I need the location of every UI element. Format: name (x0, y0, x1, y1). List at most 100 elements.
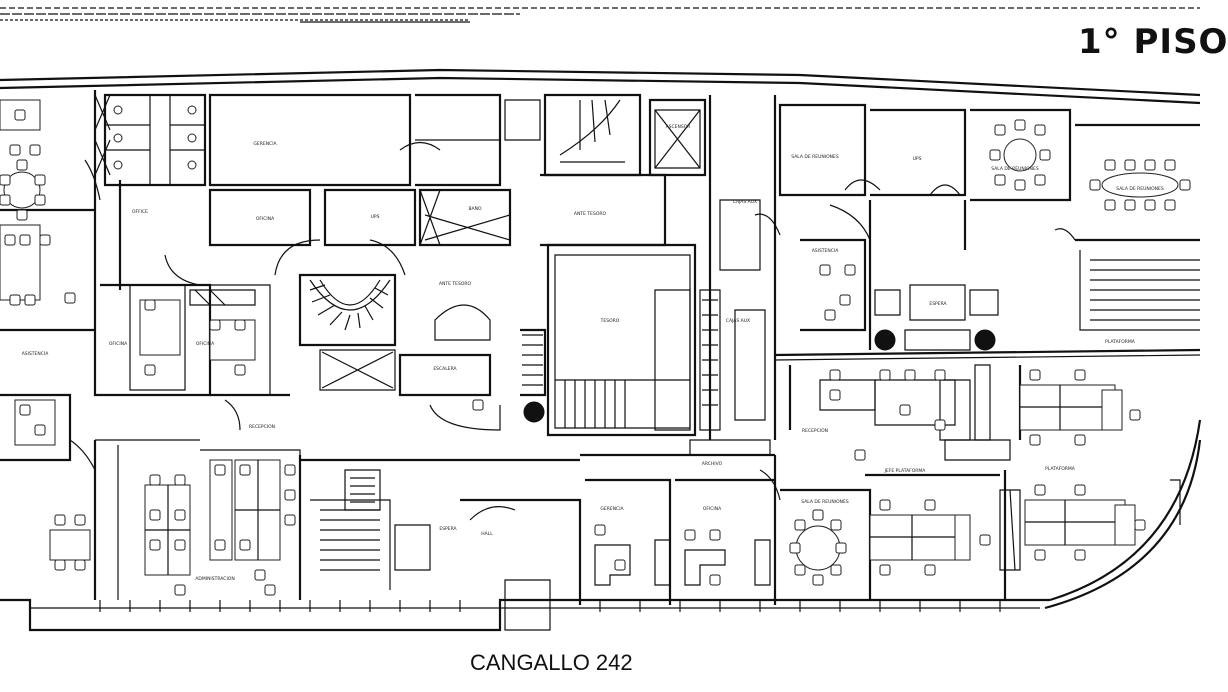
chair (879, 564, 891, 576)
room-label-gerencia-b: GERENCIA (600, 506, 624, 512)
chair (472, 399, 484, 411)
room-label-recepcion: RECEPCION (802, 428, 828, 434)
room-label-recepcion-b: RECEPCION (249, 424, 275, 430)
chair (1029, 434, 1041, 446)
room-label-sala-reuniones-d: SALA DE REUNIONES (801, 499, 849, 505)
chair (934, 369, 946, 381)
door-swings (69, 159, 1076, 501)
chair (1034, 174, 1046, 186)
chair (174, 539, 186, 551)
chair (824, 309, 836, 321)
chair (34, 174, 46, 186)
chair (254, 569, 266, 581)
chair (594, 524, 606, 536)
chair (789, 542, 801, 554)
chair (0, 174, 11, 186)
chair (830, 564, 842, 576)
address-caption: CANGALLO 242 (470, 650, 633, 675)
chair (924, 499, 936, 511)
chair (1074, 369, 1086, 381)
chair (1164, 159, 1176, 171)
chair (1039, 149, 1051, 161)
chair (879, 499, 891, 511)
room-label-cajas-aux: CAJAS AUX (733, 199, 757, 205)
chair (924, 564, 936, 576)
chair (1089, 179, 1101, 191)
chair (29, 144, 41, 156)
chair (812, 509, 824, 521)
chair (794, 564, 806, 576)
room-label-sala-reuniones-b: SALA DE REUNIONES (991, 166, 1039, 172)
chair (829, 389, 841, 401)
chair (64, 292, 76, 304)
chair (284, 514, 296, 526)
chair (149, 474, 161, 486)
chair (264, 584, 276, 596)
bathroom-block (94, 93, 207, 187)
platform-desks (869, 384, 1136, 561)
room-label-sala-reuniones-a: SALA DE REUNIONES (791, 154, 839, 160)
chair (174, 509, 186, 521)
chair (709, 529, 721, 541)
chair (239, 464, 251, 476)
chairs (0, 109, 1191, 596)
room-label-ups: UPS (371, 214, 380, 220)
chair (1164, 199, 1176, 211)
room-label-asistencia: ASISTENCIA (812, 248, 840, 254)
chair (214, 464, 226, 476)
chair (174, 584, 186, 596)
chair (24, 294, 36, 306)
chair (34, 194, 46, 206)
page-title: 1° PISO (1078, 22, 1228, 62)
floor-plan: GERENCIA OFICINA UPS BAÑO ANTE TESORO AN… (0, 7, 1202, 632)
chair (904, 369, 916, 381)
chair (1179, 179, 1191, 191)
chair (54, 559, 66, 571)
left-wing (0, 90, 301, 600)
chair (1014, 179, 1026, 191)
chair (234, 319, 246, 331)
chair (899, 404, 911, 416)
chair (1124, 199, 1136, 211)
chair (1104, 199, 1116, 211)
room-label-kitchen: OFFICE (132, 209, 148, 215)
chair (709, 574, 721, 586)
chair (74, 514, 86, 526)
chair (812, 574, 824, 586)
top-stair (543, 93, 707, 177)
chair (144, 364, 156, 376)
chair (829, 369, 841, 381)
chair (879, 369, 891, 381)
chair (284, 489, 296, 501)
room-label-bano: BAÑO (468, 205, 482, 212)
chair (854, 449, 866, 461)
chair (1104, 159, 1116, 171)
chair (1144, 159, 1156, 171)
chair (1014, 119, 1026, 131)
top-border-strip (0, 7, 1200, 23)
chair (1124, 159, 1136, 171)
chair (14, 109, 26, 121)
admin-desks (0, 99, 281, 576)
chair (994, 124, 1006, 136)
chair (149, 539, 161, 551)
room-label-espera-b: ESPERA (439, 526, 457, 532)
chair (1074, 434, 1086, 446)
room-labels: GERENCIA OFICINA UPS BAÑO ANTE TESORO AN… (22, 124, 1164, 582)
chair (214, 539, 226, 551)
chair (16, 159, 28, 171)
room-label-archivo: ARCHIVO (702, 461, 723, 467)
chair (979, 534, 991, 546)
room-label-sala-reuniones-c: SALA DE REUNIONES (1116, 186, 1164, 192)
meeting-tables (3, 138, 1179, 571)
room-label-hall: HALL (481, 531, 493, 537)
room-label-asistencia-b: ASISTENCIA (22, 351, 50, 357)
spiral-stair (298, 273, 397, 391)
room-label-oficina-c: OFICINA (109, 341, 128, 347)
chair (835, 542, 847, 554)
room-label-oficina: OFICINA (256, 216, 275, 222)
center-left-rooms (298, 304, 582, 631)
chair (144, 299, 156, 311)
chair (149, 509, 161, 521)
chair (1029, 369, 1041, 381)
